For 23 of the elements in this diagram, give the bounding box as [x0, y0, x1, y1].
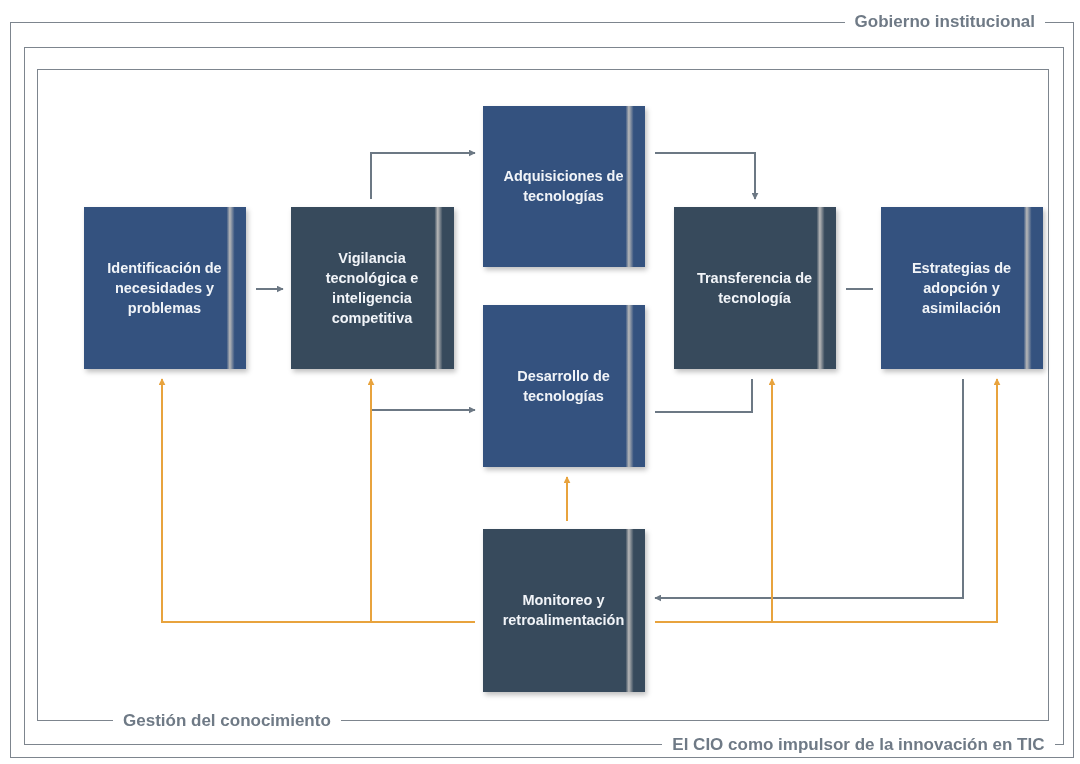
- process-box: [673, 206, 836, 369]
- arrow: [654, 378, 964, 602]
- arrow: [563, 476, 571, 522]
- process-box: [482, 528, 645, 692]
- box-label: Estrategias de adopción y asimilación: [910, 258, 1013, 318]
- box-label: Identificación de necesidades y problemas: [106, 258, 223, 318]
- box-label: Monitoreo y retroalimentación: [501, 591, 626, 630]
- process-box: [482, 304, 645, 467]
- box-label: Vigilancia tecnológica e inteligencia competitiva: [324, 248, 420, 328]
- process-box: [290, 206, 454, 369]
- arrow: [367, 378, 476, 623]
- process-box: [880, 206, 1043, 369]
- box-label: Desarrollo de tecnologías: [516, 366, 611, 406]
- box-label: Adquisiciones de tecnologías: [502, 167, 625, 206]
- arrow: [654, 378, 1001, 623]
- arrow: [654, 152, 759, 200]
- arrow: [370, 149, 476, 200]
- connector-line: [654, 378, 753, 413]
- box-label: Transferencia de tecnología: [695, 268, 814, 308]
- connector-line: [845, 288, 874, 290]
- process-box: [83, 206, 246, 369]
- arrow: [255, 285, 284, 293]
- process-box: [482, 105, 645, 267]
